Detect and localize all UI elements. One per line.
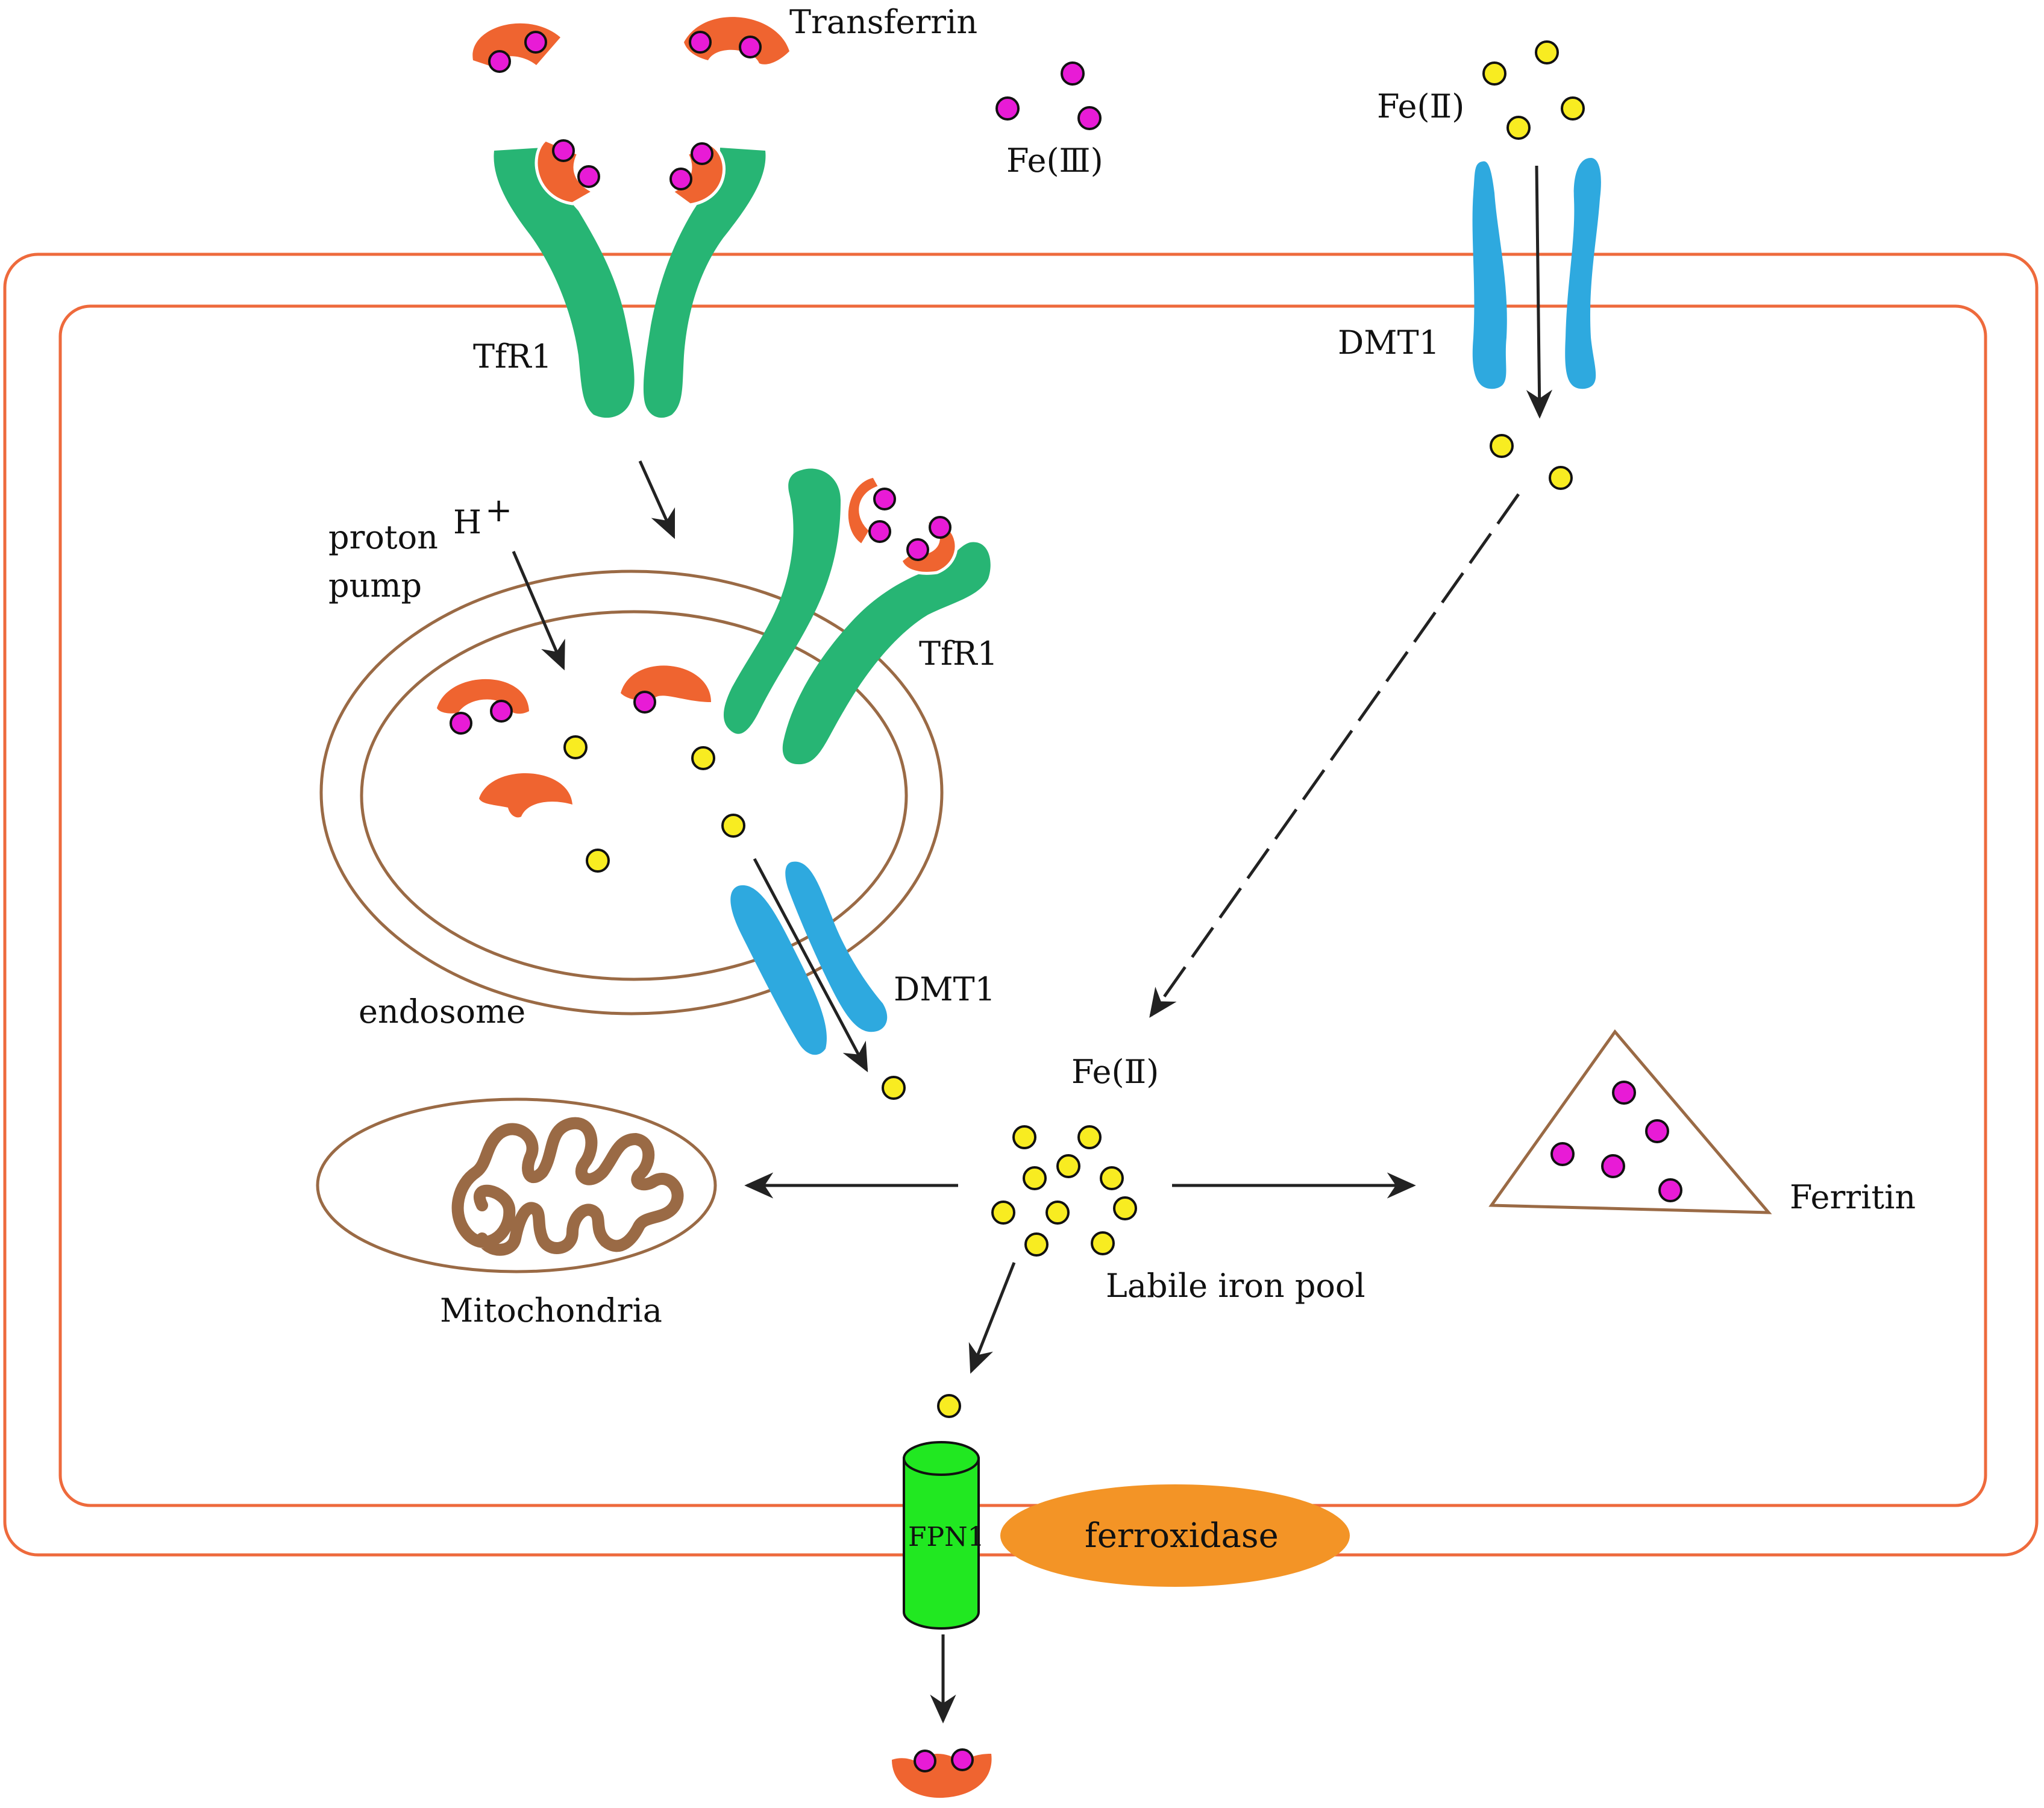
labile-iron-pool <box>991 1125 1137 1257</box>
plus-sign-label: + <box>485 491 512 529</box>
fe3-ions <box>995 61 1102 130</box>
dmt1-top-label: DMT1 <box>1338 324 1440 362</box>
fe3-label: Fe(Ⅲ) <box>1006 142 1103 180</box>
fe2-ion <box>1549 466 1573 490</box>
proton-pump-label-line1: proton <box>328 518 438 556</box>
mitochondria <box>316 1097 717 1273</box>
proton-pump-label-line2: pump <box>328 567 422 604</box>
endosome-fe2-ions <box>563 735 745 873</box>
proton-pump-arrow <box>512 551 565 671</box>
transferrin-2 <box>684 17 789 64</box>
fpn1-label: FPN1 <box>908 1522 985 1552</box>
dmt1-entry-arrow <box>1526 165 1553 419</box>
exported-transferrin <box>892 1748 992 1798</box>
fpn1 <box>903 1441 980 1630</box>
dmt1-endosome-transporter <box>730 861 888 1055</box>
transferrin-label: Transferrin <box>789 3 977 41</box>
tfr1-membrane-receptor <box>494 138 766 418</box>
dmt1-endosome-arrow <box>753 858 868 1073</box>
mitochondria-label: Mitochondria <box>440 1292 662 1329</box>
labile-iron-pool-label: Labile iron pool <box>1106 1267 1365 1305</box>
fe2-ion <box>1561 96 1585 121</box>
cell-membrane <box>3 253 2039 1557</box>
ferroxidase-label: ferroxidase <box>1085 1516 1279 1555</box>
endosome-transferrin <box>437 665 711 818</box>
fe2-ion <box>882 1076 906 1100</box>
fe3-ion <box>1077 106 1102 130</box>
transferrin-1 <box>472 23 560 73</box>
fe2-top-label: Fe(Ⅱ) <box>1377 87 1464 125</box>
fe3-ion <box>995 96 1020 121</box>
arrow-to-fpn1 <box>968 1262 1016 1374</box>
dashed-transport-arrow <box>1149 493 1520 1018</box>
endocytosis-arrow <box>638 460 676 539</box>
ferritin-label: Ferritin <box>1790 1178 1916 1216</box>
fe2-ion <box>937 1394 961 1418</box>
tfr1-top-label: TfR1 <box>473 337 552 375</box>
dmt1-membrane-transporter <box>1472 158 1601 389</box>
endosome-label: endosome <box>359 993 525 1031</box>
dmt1-endosome-label: DMT1 <box>894 970 995 1008</box>
fe2-ions-top <box>1482 40 1585 140</box>
fe2-pool-label: Fe(Ⅱ) <box>1071 1053 1159 1091</box>
h-plus-label: H <box>453 503 481 541</box>
inner-membrane <box>58 304 1987 1507</box>
fe2-ion <box>1490 434 1514 458</box>
ferritin <box>1488 1029 1772 1214</box>
fe2-ion <box>1535 40 1559 64</box>
outer-membrane <box>3 253 2039 1557</box>
tfr1-endosome-label: TfR1 <box>919 635 998 673</box>
tfr1-endosome-receptor <box>723 468 991 765</box>
fe3-ion <box>1061 61 1085 86</box>
ferroxidase <box>1000 1484 1350 1587</box>
fe2-ion <box>1482 61 1506 86</box>
tfr1-right-arm <box>643 148 766 418</box>
tfr1-left-arm <box>494 148 635 418</box>
fe2-ion <box>1506 116 1531 140</box>
transferrin-group <box>472 17 789 73</box>
